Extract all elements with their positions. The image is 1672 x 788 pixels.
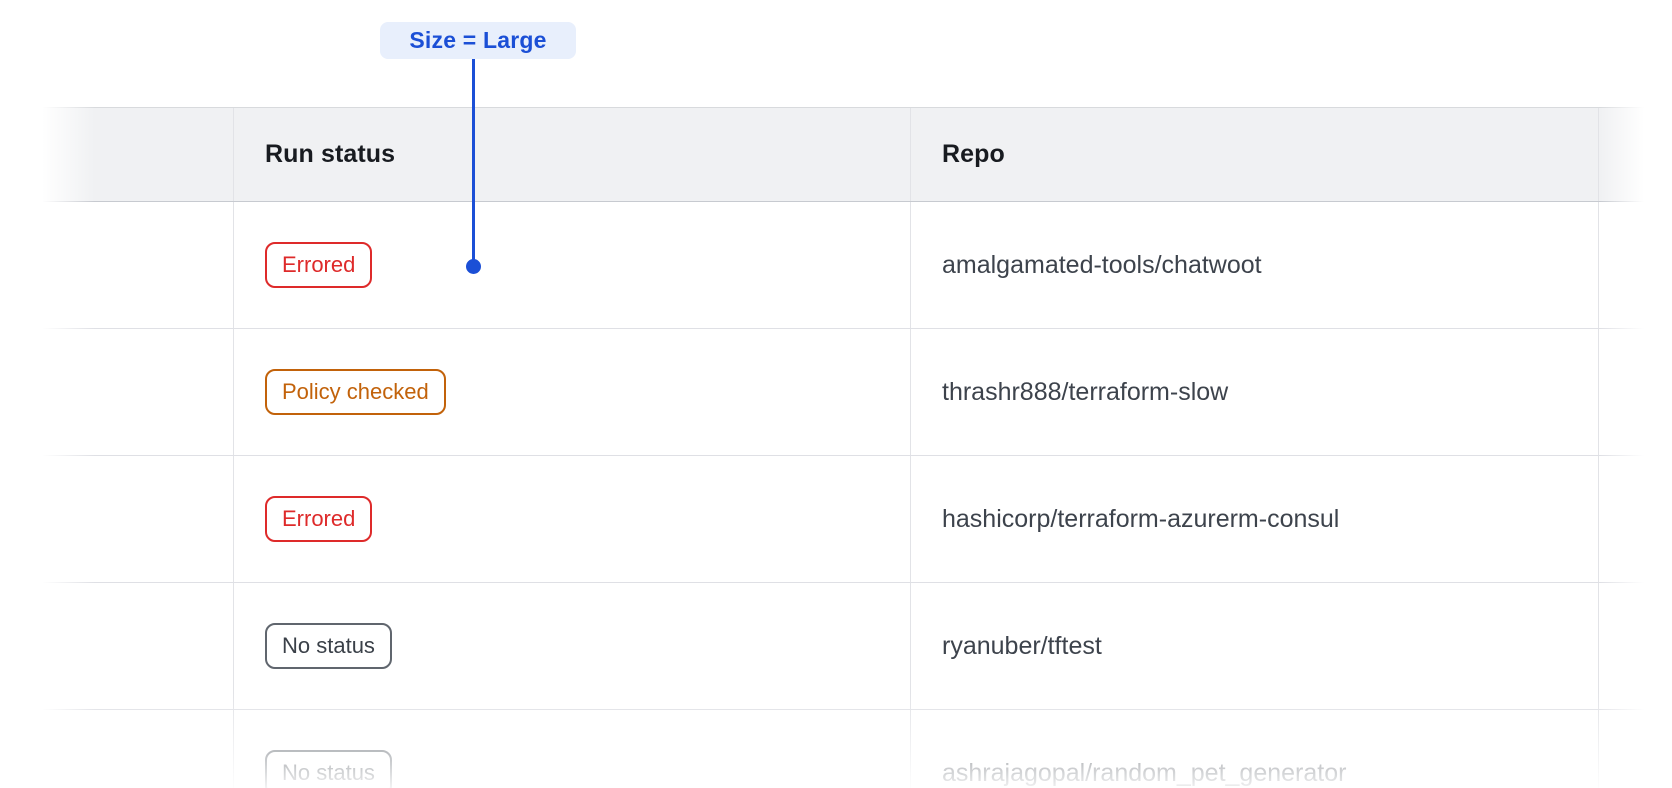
cell-repo: thrashr888/terraform-slow — [910, 329, 1598, 455]
runs-table: Run status Repo Errored amalgamated-tool… — [43, 107, 1672, 788]
size-annotation-pill: Size = Large — [380, 22, 576, 59]
cell-run-status: No status — [233, 710, 910, 788]
cell-selection — [43, 583, 233, 709]
annotation-pointer-dot — [466, 259, 481, 274]
cell-extra — [1598, 583, 1672, 709]
table-header-row: Run status Repo — [43, 107, 1672, 202]
cell-extra — [1598, 202, 1672, 328]
column-header-selection — [43, 108, 233, 201]
cell-selection — [43, 202, 233, 328]
repo-name: hashicorp/terraform-azurerm-consul — [942, 504, 1340, 533]
cell-extra — [1598, 456, 1672, 582]
column-header-repo: Repo — [910, 108, 1598, 201]
run-status-badge: No status — [265, 749, 392, 788]
cell-repo: hashicorp/terraform-azurerm-consul — [910, 456, 1598, 582]
annotation-pointer-line — [472, 59, 475, 260]
cell-selection — [43, 456, 233, 582]
cell-run-status: Policy checked — [233, 329, 910, 455]
run-status-badge: Errored — [265, 495, 373, 543]
column-header-extra — [1598, 108, 1672, 201]
table-row[interactable]: No status ashrajagopal/random_pet_genera… — [43, 710, 1672, 788]
cell-extra — [1598, 710, 1672, 788]
cell-run-status: Errored — [233, 202, 910, 328]
run-status-badge: Errored — [265, 241, 373, 289]
repo-name: ashrajagopal/random_pet_generator — [942, 758, 1347, 787]
repo-name: amalgamated-tools/chatwoot — [942, 250, 1262, 279]
cell-run-status: No status — [233, 583, 910, 709]
repo-name: thrashr888/terraform-slow — [942, 377, 1229, 406]
cell-run-status: Errored — [233, 456, 910, 582]
table-body: Errored amalgamated-tools/chatwoot Polic… — [43, 202, 1672, 788]
table-row[interactable]: Policy checked thrashr888/terraform-slow — [43, 329, 1672, 456]
run-status-badge: Policy checked — [265, 368, 446, 416]
table-row[interactable]: Errored amalgamated-tools/chatwoot — [43, 202, 1672, 329]
table-row[interactable]: Errored hashicorp/terraform-azurerm-cons… — [43, 456, 1672, 583]
cell-selection — [43, 710, 233, 788]
table-row[interactable]: No status ryanuber/tftest — [43, 583, 1672, 710]
cell-repo: ashrajagopal/random_pet_generator — [910, 710, 1598, 788]
run-status-badge: No status — [265, 622, 392, 670]
cell-repo: ryanuber/tftest — [910, 583, 1598, 709]
repo-name: ryanuber/tftest — [942, 631, 1102, 660]
cell-repo: amalgamated-tools/chatwoot — [910, 202, 1598, 328]
cell-selection — [43, 329, 233, 455]
column-header-run-status: Run status — [233, 108, 910, 201]
cell-extra — [1598, 329, 1672, 455]
